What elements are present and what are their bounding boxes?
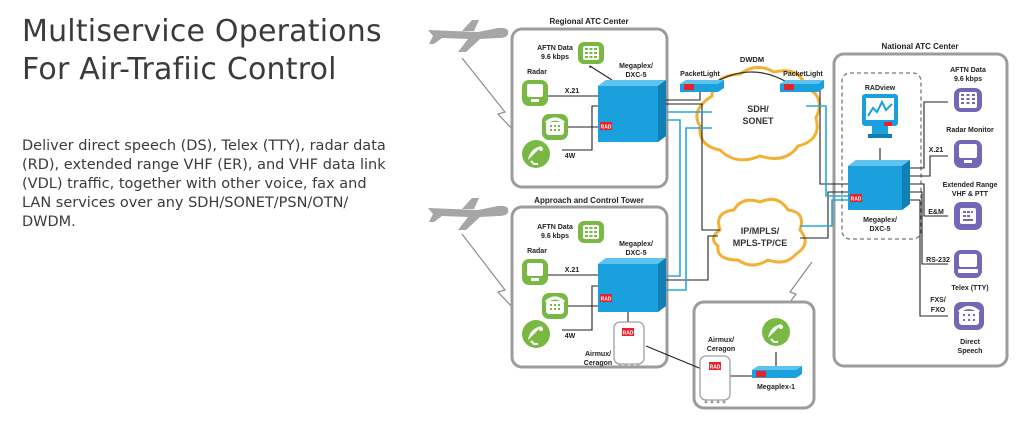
approach-airmux-label-1: Airmux/ (585, 351, 611, 358)
airplane-icon-top (428, 20, 509, 52)
regional-rad-logo: RAD (601, 125, 612, 131)
approach-airmux-device: RAD (613, 321, 645, 368)
national-fxo-label: FXO (931, 307, 946, 314)
description-line-4: LAN services over any SDH/SONET/PSN/OTN/ (22, 195, 349, 211)
page-title-line-1: Multiservice Operations (22, 14, 382, 49)
remote-radar-dish-icon (762, 318, 790, 346)
packetlight-left-label: PacketLight (680, 71, 720, 78)
approach-airmux-rad-logo: RAD (623, 331, 634, 337)
national-vhf-radio-icon (954, 202, 982, 230)
remote-airmux-rad-logo: RAD (710, 365, 721, 371)
left-panel: Multiservice Operations For Air-Trafiic … (0, 0, 410, 429)
regional-4w-label: 4W (565, 153, 576, 160)
ip-mpls-label: IP/MPLS/ (741, 226, 780, 236)
mpls-tp-label: MPLS-TP/CE (733, 238, 788, 248)
national-megaplex-label-2: DXC-5 (869, 226, 890, 233)
national-direct-speech-label-1: Direct (960, 339, 981, 346)
approach-radar-dish-icon (522, 320, 550, 348)
regional-aftn-label-1: AFTN Data (537, 45, 573, 52)
approach-x21-label: X.21 (565, 267, 580, 274)
national-rad-logo: RAD (851, 197, 862, 203)
packetlight-right-device (780, 80, 824, 92)
description-line-5: DWDM. (22, 214, 76, 230)
radview-monitor-icon (862, 94, 898, 138)
national-rs232-label: RS-232 (926, 257, 950, 264)
sonet-label: SONET (742, 116, 774, 126)
regional-phone-icon (542, 114, 568, 140)
approach-radar-monitor-icon (522, 259, 548, 285)
ip-mpls-cloud: IP/MPLS/ MPLS-TP/CE (712, 197, 807, 267)
national-aftn-label-2: 9.6 kbps (954, 76, 982, 83)
remote-airmux-label-2: Ceragon (707, 346, 735, 353)
regional-aftn-terminal-icon (578, 42, 604, 64)
regional-radar-label: Radar (527, 69, 547, 76)
regional-aftn-label-2: 9.6 kbps (541, 54, 569, 61)
national-telex-icon (954, 250, 982, 278)
description-line-3: (VDL) traffic, together with other voice… (22, 176, 367, 192)
approach-rad-logo: RAD (601, 297, 612, 303)
description-line-2: (RD), extended range VHF (ER), and VHF d… (22, 157, 386, 173)
national-megaplex-label-1: Megaplex/ (863, 217, 897, 224)
packetlight-left-device (680, 80, 724, 92)
regional-atc-title: Regional ATC Center (549, 17, 628, 26)
megaplex-1-device (752, 366, 802, 378)
national-atc-title: National ATC Center (882, 42, 959, 51)
regional-megaplex-device: RAD (598, 80, 666, 142)
national-x21-label: X.21 (929, 147, 944, 154)
national-megaplex-device: RAD (848, 160, 910, 210)
approach-aftn-terminal-icon (578, 221, 604, 243)
dwdm-link (711, 71, 791, 85)
approach-phone-icon (542, 293, 568, 319)
national-direct-speech-label-2: Speech (958, 348, 983, 355)
dwdm-label: DWDM (740, 55, 764, 64)
page-title-line-2: For Air-Trafiic Control (22, 52, 337, 87)
approach-radar-label: Radar (527, 248, 547, 255)
regional-atc-box (510, 27, 669, 189)
radview-label: RADview (865, 85, 896, 92)
approach-megaplex-label-2: DXC-5 (625, 250, 646, 257)
approach-megaplex-label-1: Megaplex/ (619, 241, 653, 248)
approach-airmux-label-2: Ceragon (584, 360, 612, 367)
national-links (879, 101, 948, 317)
national-radar-monitor-icon (954, 140, 982, 168)
regional-radar-dish-icon (522, 140, 550, 168)
national-aftn-label-1: AFTN Data (950, 67, 986, 74)
national-er-label-1: Extended Range (943, 182, 998, 189)
national-radar-monitor-label: Radar Monitor (946, 127, 994, 134)
approach-megaplex-device: RAD (598, 258, 666, 312)
airplane-icon-bottom (428, 198, 509, 230)
national-em-label: E&M (928, 209, 944, 216)
national-aftn-terminal-icon (954, 88, 982, 112)
regional-megaplex-label-1: Megaplex/ (619, 63, 653, 70)
approach-tower-title: Approach and Control Tower (534, 196, 644, 205)
regional-radar-monitor-icon (522, 80, 548, 106)
megaplex-1-label: Megaplex-1 (757, 384, 795, 391)
national-er-label-2: VHF & PTT (952, 191, 989, 198)
approach-aftn-label-2: 9.6 kbps (541, 233, 569, 240)
approach-aftn-label-1: AFTN Data (537, 224, 573, 231)
remote-airmux-device: RAD (699, 355, 731, 404)
national-inner-dashed (841, 72, 922, 240)
regional-x21-label: X.21 (565, 88, 580, 95)
fiber-links (664, 105, 848, 291)
sdh-label: SDH/ (747, 104, 769, 114)
packetlight-right-label: PacketLight (783, 71, 823, 78)
approach-4w-label: 4W (565, 333, 576, 340)
regional-megaplex-label-2: DXC-5 (625, 72, 646, 79)
national-phone-icon (954, 302, 984, 330)
description-line-1: Deliver direct speech (DS), Telex (TTY),… (22, 138, 386, 154)
remote-airmux-label-1: Airmux/ (708, 337, 734, 344)
national-fxs-label: FXS/ (930, 297, 946, 304)
national-telex-label: Telex (TTY) (951, 285, 988, 292)
